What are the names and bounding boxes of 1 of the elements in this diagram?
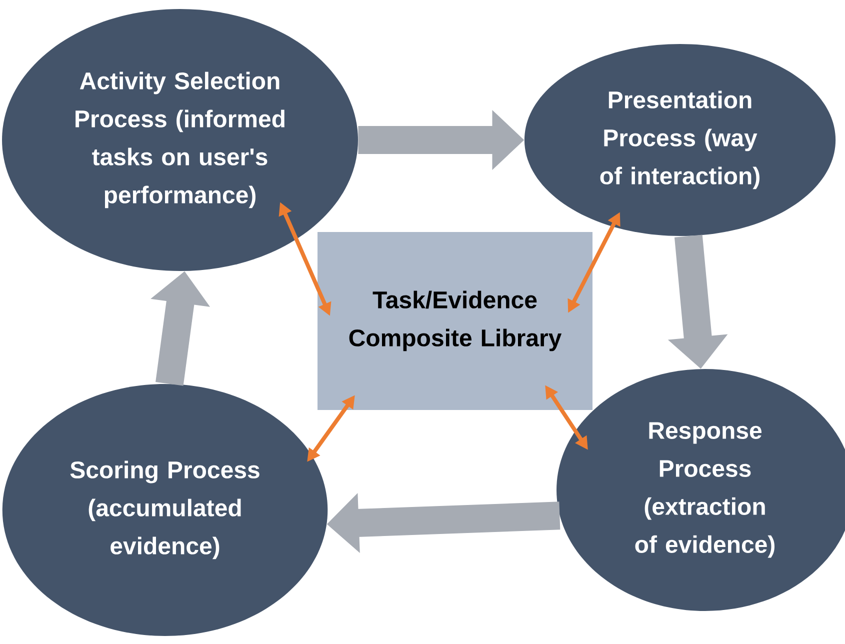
library-box: Task/Evidence Composite Library (318, 232, 592, 410)
